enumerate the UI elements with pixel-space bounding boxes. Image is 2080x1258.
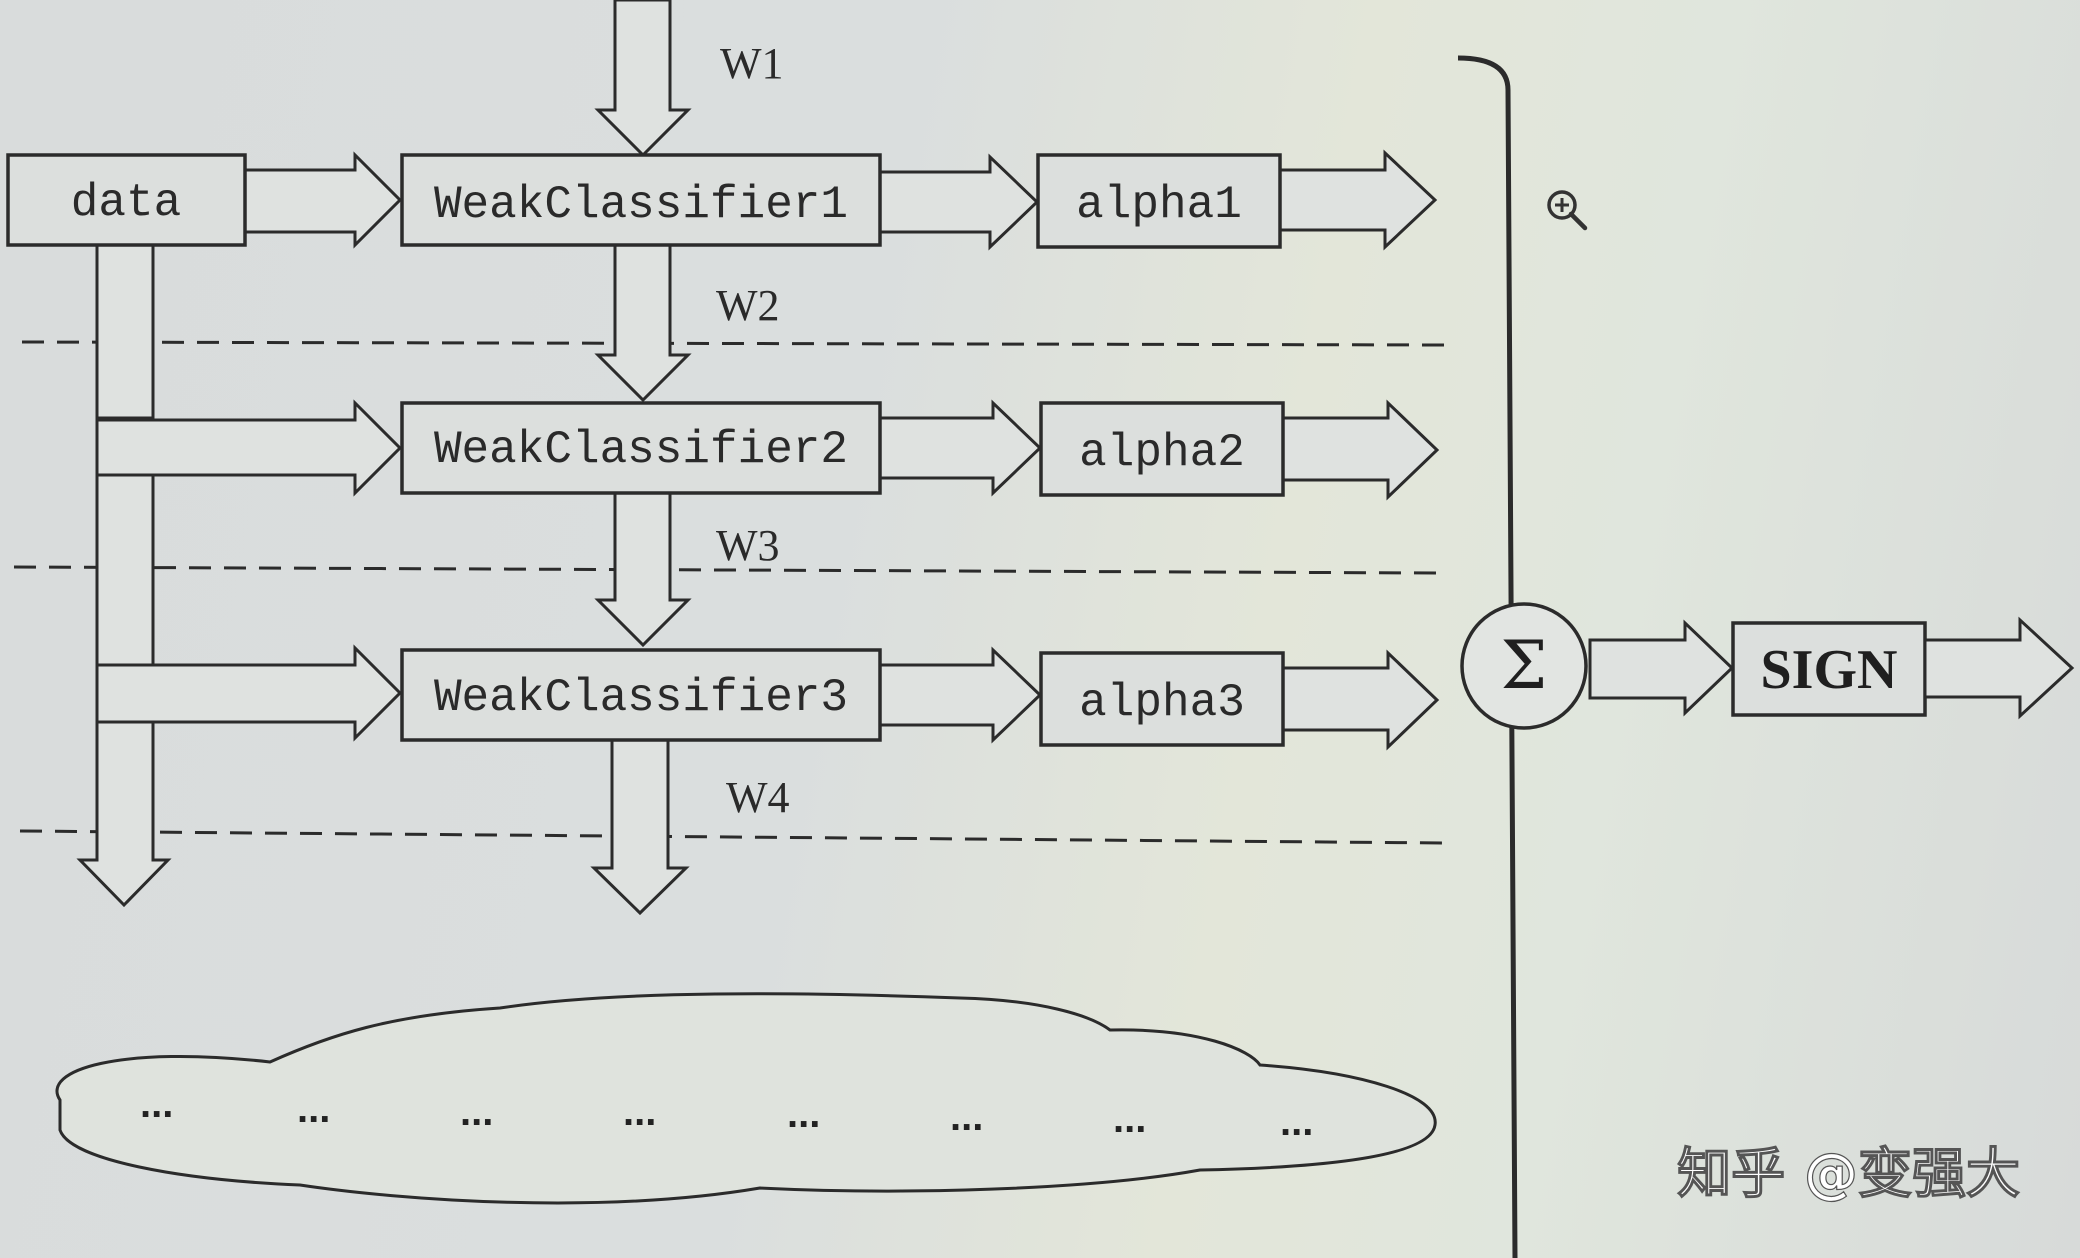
sign-box xyxy=(1731,621,1927,717)
classifier1-box xyxy=(400,153,882,247)
sigma-circle xyxy=(1460,602,1588,730)
classifier3-box xyxy=(400,648,882,742)
classifier3-label: WeakClassifier3 xyxy=(434,672,848,724)
w2-arrow xyxy=(594,243,692,403)
ellipsis-3: ... xyxy=(460,1090,493,1134)
data-box xyxy=(6,153,247,247)
alpha2-label: alpha2 xyxy=(1079,427,1245,479)
sign-out-arrow xyxy=(1923,616,2075,720)
ellipsis-7: ... xyxy=(1113,1097,1146,1141)
classifier2-to-alpha2-arrow xyxy=(878,399,1043,497)
w2-label: W2 xyxy=(716,281,780,330)
w4-arrow xyxy=(590,738,690,916)
separator-3 xyxy=(19,829,1446,845)
sigma-symbol: Σ xyxy=(1501,627,1548,704)
ellipsis-2: ... xyxy=(297,1087,330,1131)
alpha3-box xyxy=(1039,651,1285,747)
alpha2-out-arrow xyxy=(1281,399,1440,501)
alpha1-label: alpha1 xyxy=(1076,179,1242,231)
data-to-classifier2-arrow xyxy=(95,399,403,497)
ellipsis-5: ... xyxy=(787,1092,820,1136)
summation-bracket xyxy=(1457,55,1518,1258)
separator-1 xyxy=(21,340,1446,347)
w1-label: W1 xyxy=(720,39,784,88)
ellipsis-1: ... xyxy=(140,1082,173,1126)
w3-label: W3 xyxy=(716,521,780,570)
alpha1-box xyxy=(1036,153,1282,249)
separator-2 xyxy=(13,565,1441,575)
alpha2-box xyxy=(1039,401,1285,497)
alpha3-label: alpha3 xyxy=(1079,677,1245,729)
classifier1-label: WeakClassifier1 xyxy=(434,179,848,231)
ellipsis-6: ... xyxy=(950,1095,983,1139)
brand-watermark: 知乎 @变强大 xyxy=(1677,1142,2020,1205)
alpha1-out-arrow xyxy=(1278,149,1438,251)
classifier1-to-alpha1-arrow xyxy=(878,153,1040,251)
w4-label: W4 xyxy=(726,773,790,822)
classifier2-box xyxy=(400,401,882,495)
data-box-label: data xyxy=(71,177,181,229)
classifier2-label: WeakClassifier2 xyxy=(434,424,848,476)
sign-label: SIGN xyxy=(1761,639,1898,701)
ellipsis-8: ... xyxy=(1280,1100,1313,1144)
alpha3-out-arrow xyxy=(1281,649,1440,751)
zoom-in-icon[interactable] xyxy=(1547,190,1588,231)
w3-arrow xyxy=(594,490,692,648)
sigma-to-sign-arrow xyxy=(1588,619,1735,717)
data-to-classifier1-arrow xyxy=(243,151,403,249)
ellipsis-cloud xyxy=(55,992,1437,1205)
data-feed-arrow-inner xyxy=(95,243,155,420)
data-to-classifier3-arrow xyxy=(95,644,403,742)
w1-arrow xyxy=(594,0,692,158)
classifier3-to-alpha3-arrow xyxy=(878,646,1043,744)
ellipsis-4: ... xyxy=(623,1090,656,1134)
